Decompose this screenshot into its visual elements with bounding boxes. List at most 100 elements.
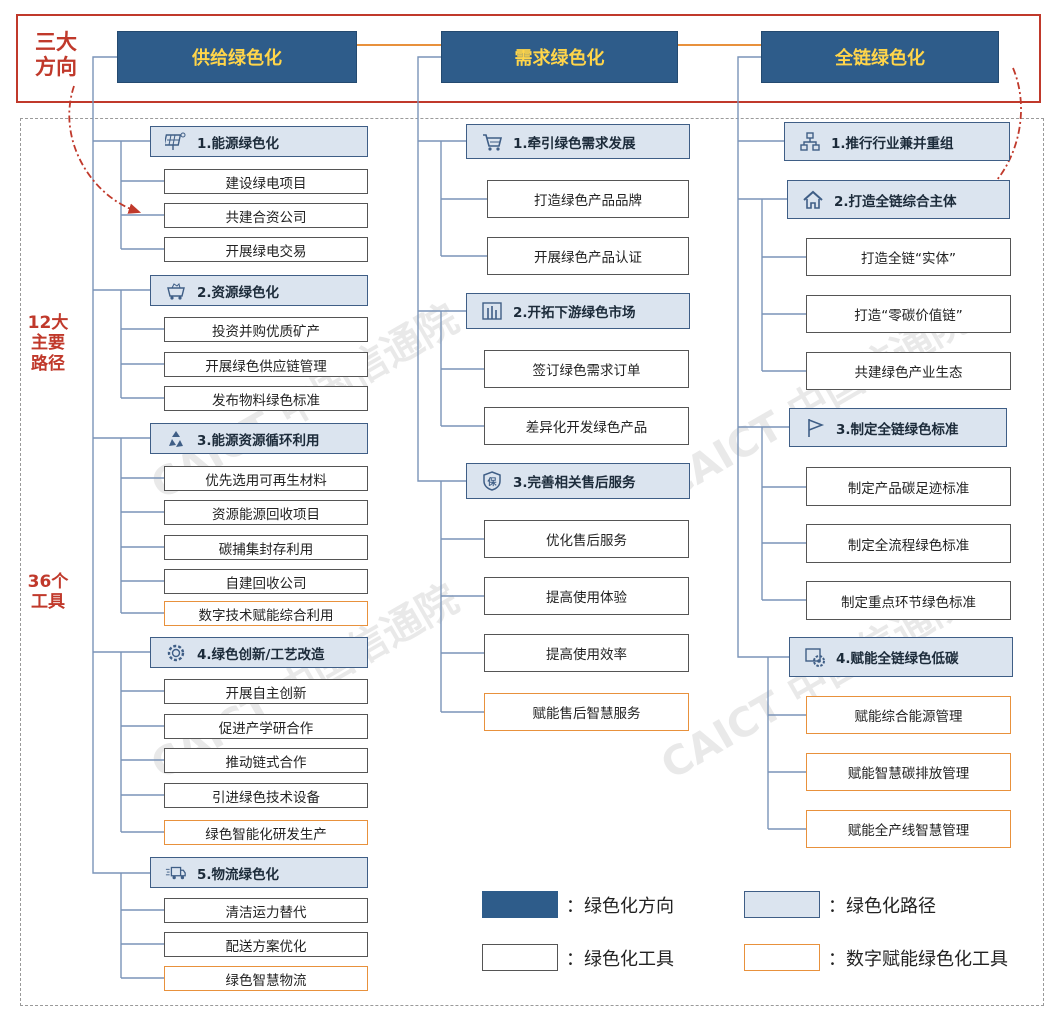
direction-supply: 供给绿色化 <box>117 31 357 83</box>
tool-item: 优化售后服务 <box>484 520 689 558</box>
delivery-truck-icon <box>165 862 187 884</box>
tool-item: 制定全流程绿色标准 <box>806 524 1011 563</box>
tool-item: 差异化开发绿色产品 <box>484 407 689 445</box>
connector <box>767 657 806 830</box>
digital-tool-item: 绿色智能化研发生产 <box>164 820 368 845</box>
tool-item: 资源能源回收项目 <box>164 500 368 525</box>
digital-tool-item: 赋能智慧碳排放管理 <box>806 753 1011 791</box>
connector <box>738 140 789 428</box>
curved-arrow <box>68 85 142 214</box>
connector <box>417 56 466 482</box>
svg-text:保: 保 <box>486 476 497 488</box>
legend-label-digital: ：数字赋能绿色化工具 <box>828 948 1008 970</box>
connector <box>120 438 164 614</box>
tool-item: 提高使用效率 <box>484 634 689 672</box>
digital-tool-item: 赋能全产线智慧管理 <box>806 810 1011 848</box>
home-icon <box>802 189 824 211</box>
shopping-cart-icon <box>481 131 503 153</box>
solar-panel-icon <box>165 131 187 153</box>
recycle-icon <box>165 428 187 450</box>
tool-item: 建设绿电项目 <box>164 169 368 194</box>
label-twelve-paths: 12大 主要 路径 <box>27 313 69 374</box>
label-thirtysix-tools: 36个 工具 <box>27 572 69 613</box>
tool-item: 引进绿色技术设备 <box>164 783 368 808</box>
connector <box>737 56 789 658</box>
digital-tool-item: 数字技术赋能综合利用 <box>164 601 368 626</box>
path-fullchain-lowcarbon: 4.赋能全链绿色低碳 <box>789 637 1013 677</box>
tool-item: 提高使用体验 <box>484 577 689 615</box>
connector <box>440 141 487 257</box>
digital-gear-icon <box>804 646 826 668</box>
legend-label-path: ：绿色化路径 <box>828 895 936 917</box>
digital-tool-item: 绿色智慧物流 <box>164 966 368 991</box>
path-label: 2.打造全链综合主体 <box>834 193 957 210</box>
connector <box>440 481 484 713</box>
connector <box>120 873 164 979</box>
digital-tool-item: 赋能综合能源管理 <box>806 696 1011 734</box>
tool-item: 开展绿色供应链管理 <box>164 352 368 377</box>
path-mergers: 1.推行行业兼并重组 <box>784 122 1010 161</box>
label-three-directions: 三大 方向 <box>35 30 77 80</box>
market-chart-icon <box>481 300 503 322</box>
tool-item: 共建绿色产业生态 <box>806 352 1011 390</box>
path-logistics: 5.物流绿色化 <box>150 857 368 888</box>
flag-icon <box>804 417 826 439</box>
tool-item: 投资并购优质矿产 <box>164 317 368 342</box>
path-fullchain-entity: 2.打造全链综合主体 <box>787 180 1010 219</box>
path-label: 4.赋能全链绿色低碳 <box>836 651 959 667</box>
shield-bao-icon: 保 <box>481 470 503 492</box>
tool-item: 打造绿色产品品牌 <box>487 180 689 218</box>
connector <box>120 290 164 399</box>
legend-swatch-direction <box>482 891 558 918</box>
path-innovation: 4.绿色创新/工艺改造 <box>150 637 368 668</box>
path-downstream-market: 2.开拓下游绿色市场 <box>466 293 690 329</box>
legend-swatch-tool <box>482 944 558 971</box>
path-label: 1.牵引绿色需求发展 <box>513 135 636 152</box>
path-demand-growth: 1.牵引绿色需求发展 <box>466 124 690 159</box>
path-label: 2.开拓下游绿色市场 <box>513 305 636 321</box>
tool-item: 清洁运力替代 <box>164 898 368 923</box>
tool-item: 发布物料绿色标准 <box>164 386 368 411</box>
direction-demand: 需求绿色化 <box>441 31 678 83</box>
tool-item: 制定重点环节绿色标准 <box>806 581 1011 620</box>
path-label: 1.能源绿色化 <box>197 135 280 152</box>
path-fullchain-standards: 3.制定全链绿色标准 <box>789 408 1007 447</box>
path-energy: 1.能源绿色化 <box>150 126 368 157</box>
tool-item: 碳捕集封存利用 <box>164 535 368 560</box>
tool-item: 签订绿色需求订单 <box>484 350 689 388</box>
tool-item: 共建合资公司 <box>164 203 368 228</box>
path-label: 4.绿色创新/工艺改造 <box>197 646 325 663</box>
tool-item: 制定产品碳足迹标准 <box>806 467 1011 506</box>
path-label: 3.能源资源循环利用 <box>197 432 320 449</box>
digital-tool-item: 赋能售后智慧服务 <box>484 693 689 731</box>
mining-cart-icon <box>165 280 187 302</box>
tool-item: 打造全链“实体” <box>806 238 1011 276</box>
paths-tools-frame <box>20 118 1044 1006</box>
legend-label-tool: ：绿色化工具 <box>566 948 674 970</box>
path-resource: 2.资源绿色化 <box>150 275 368 306</box>
directions-frame <box>16 14 1041 103</box>
legend-swatch-digital <box>744 944 820 971</box>
path-after-sales: 保 3.完善相关售后服务 <box>466 463 690 499</box>
tool-item: 开展自主创新 <box>164 679 368 704</box>
legend-label-direction: ：绿色化方向 <box>566 895 674 917</box>
path-label: 3.制定全链绿色标准 <box>836 421 959 438</box>
org-chart-icon <box>799 131 821 153</box>
connector <box>761 199 806 372</box>
path-label: 5.物流绿色化 <box>197 866 280 883</box>
path-label: 3.完善相关售后服务 <box>513 475 636 491</box>
connector <box>120 652 164 833</box>
connector <box>120 141 164 250</box>
tool-item: 推动链式合作 <box>164 748 368 773</box>
tool-item: 促进产学研合作 <box>164 714 368 739</box>
tool-item: 开展绿电交易 <box>164 237 368 262</box>
tool-item: 自建回收公司 <box>164 569 368 594</box>
connector <box>440 311 484 427</box>
path-label: 1.推行行业兼并重组 <box>831 135 954 152</box>
tool-item: 优先选用可再生材料 <box>164 466 368 491</box>
gear-innovation-icon <box>165 642 187 664</box>
tool-item: 配送方案优化 <box>164 932 368 957</box>
path-label: 2.资源绿色化 <box>197 284 280 301</box>
path-recycling: 3.能源资源循环利用 <box>150 423 368 454</box>
